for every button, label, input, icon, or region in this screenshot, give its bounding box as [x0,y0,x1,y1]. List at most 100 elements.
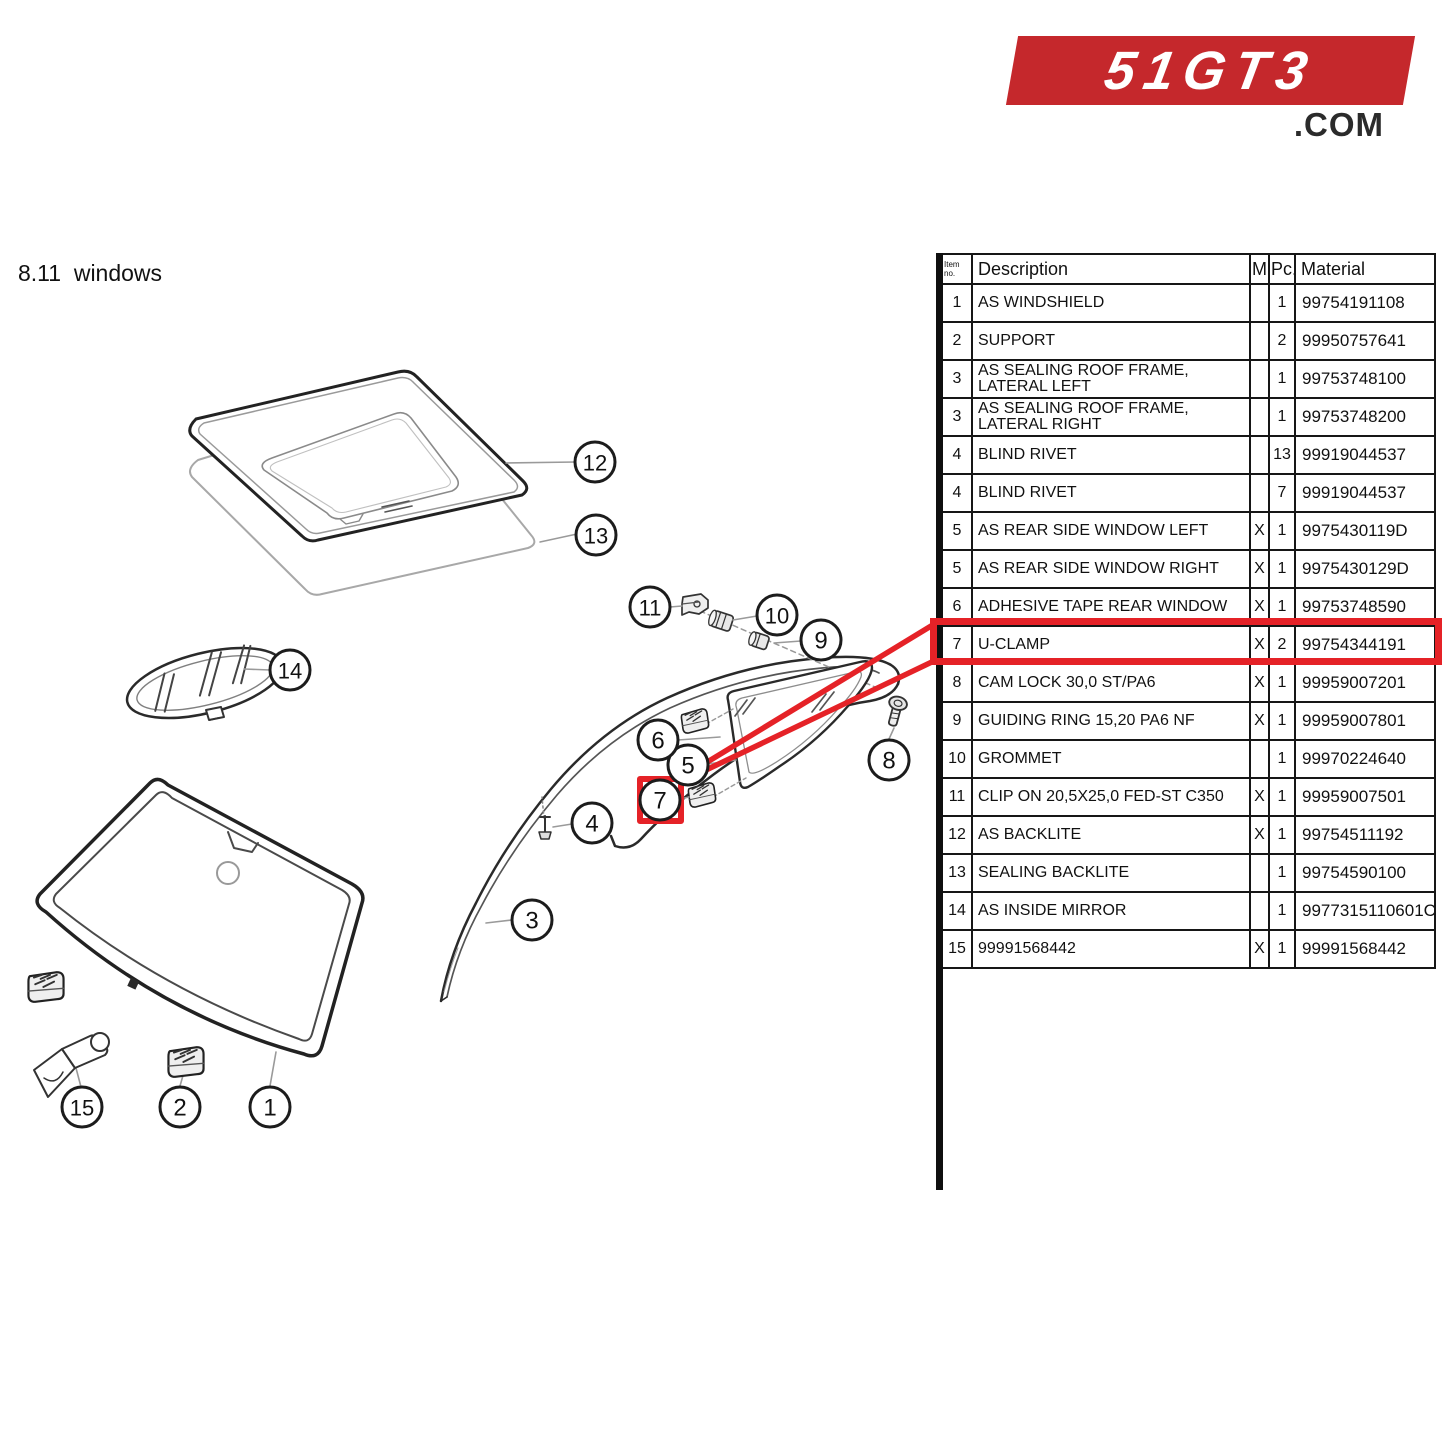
site-logo-text: 51GT3 [1100,40,1321,101]
table-row-7-m: X [1251,513,1270,551]
callout-number-2: 2 [173,1095,186,1122]
table-row-4-item: 3 [943,399,973,437]
blind-rivet [538,815,552,840]
callout-circle-7 [638,778,682,822]
callout-10: 10 [755,593,799,637]
table-row-8-pc: 1 [1270,551,1296,589]
screw [888,695,908,727]
support-clip-left [27,971,65,1003]
table-row-5-description: BLIND RIVET [973,437,1251,475]
table-left-border [936,253,943,1190]
callout-number-6: 6 [651,728,664,755]
table-row-14-m: X [1251,779,1270,817]
support-clip-bottom [167,1046,205,1078]
table-row-1-m [1251,285,1270,323]
table-row-1-pc: 1 [1270,285,1296,323]
table-row-17-description: AS INSIDE MIRROR [973,893,1251,931]
table-row-1-item: 1 [943,285,973,323]
callout-number-10: 10 [765,604,789,629]
table-row-8-material: 9975430129D [1296,551,1436,589]
callout-circle-15 [60,1085,104,1129]
table-row-3-item: 3 [943,361,973,399]
tube-cap [90,1032,110,1052]
callout-8: 8 [867,738,911,782]
callout-leader-lines-cluster [669,605,802,644]
table-row-5-material: 99919044537 [1296,437,1436,475]
callout-circle-6 [636,718,680,762]
callout-9: 9 [799,618,843,662]
callout-leader-lines-trim [485,823,573,924]
callout-circle-1 [248,1085,292,1129]
callout-circle-11 [628,585,672,629]
table-row-3-description: AS SEALING ROOF FRAME, LATERAL LEFT [973,361,1251,399]
mirror-glass-hatching [154,644,252,713]
callout-number-11: 11 [639,596,662,621]
table-row-13-item: 10 [943,741,973,779]
table-row-7-pc: 1 [1270,513,1296,551]
table-row-14-pc: 1 [1270,779,1296,817]
guiding-ring-part [748,631,770,651]
column-header-description: Description [973,255,1251,285]
table-row-12-m: X [1251,703,1270,741]
callout-5: 5 [666,743,710,787]
table-row-11-pc: 1 [1270,665,1296,703]
table-row-18-m: X [1251,931,1270,969]
callout-number-3: 3 [525,908,538,935]
table-row-3-pc: 1 [1270,361,1296,399]
table-row-5-m [1251,437,1270,475]
column-header-m: M [1251,255,1270,285]
table-row-14-material: 99959007501 [1296,779,1436,817]
callout-number-13: 13 [584,524,608,549]
u-clamp-lower [687,782,717,808]
table-row-2-material: 99950757641 [1296,323,1436,361]
windshield-tick [127,977,140,990]
table-row-16-m [1251,855,1270,893]
u-clamp-upper [680,708,710,734]
table-row-15-description: AS BACKLITE [973,817,1251,855]
table-row-3-m [1251,361,1270,399]
callout-1: 1 [248,1085,292,1129]
table-row-2-description: SUPPORT [973,323,1251,361]
callout-15: 15 [60,1085,104,1129]
callout-number-7: 7 [653,788,666,815]
callout-number-15: 15 [70,1096,94,1121]
table-row-4-description: AS SEALING ROOF FRAME, LATERAL RIGHT [973,399,1251,437]
defroster-marks [381,500,413,513]
table-row-11-material: 99959007201 [1296,665,1436,703]
callout-circle-8 [867,738,911,782]
table-row-6-item: 4 [943,475,973,513]
table-row-13-m [1251,741,1270,779]
table-row-7-item: 5 [943,513,973,551]
table-row-9-m: X [1251,589,1270,627]
table-row-18-item: 15 [943,931,973,969]
glass-hatching [734,691,835,717]
table-row-6-m [1251,475,1270,513]
table-row-2-item: 2 [943,323,973,361]
table-row-8-m: X [1251,551,1270,589]
table-row-17-material: 9977315110601C [1296,893,1436,931]
grommet-part [708,609,735,632]
callout-4: 4 [570,801,614,845]
callout-circle-9 [799,618,843,662]
table-row-18-pc: 1 [1270,931,1296,969]
callout-leader-lines-backlite [505,461,578,543]
callout-3: 3 [510,898,554,942]
windshield-notch [227,831,259,853]
table-row-6-material: 99919044537 [1296,475,1436,513]
table-row-8-description: AS REAR SIDE WINDOW RIGHT [973,551,1251,589]
callout-number-14: 14 [278,659,302,684]
table-row-4-material: 99753748200 [1296,399,1436,437]
callout-14: 14 [268,648,312,692]
table-row-13-material: 99970224640 [1296,741,1436,779]
table-row-7-description: AS REAR SIDE WINDOW LEFT [973,513,1251,551]
uclamp-guide-lines [705,708,747,798]
table-row-highlight [930,618,1442,665]
table-row-17-pc: 1 [1270,893,1296,931]
mirror-mount-circle [216,861,240,885]
callout-11: 11 [628,585,672,629]
column-header-material: Material [1296,255,1436,285]
column-header-pc: Pc. [1270,255,1296,285]
table-row-15-material: 99754511192 [1296,817,1436,855]
